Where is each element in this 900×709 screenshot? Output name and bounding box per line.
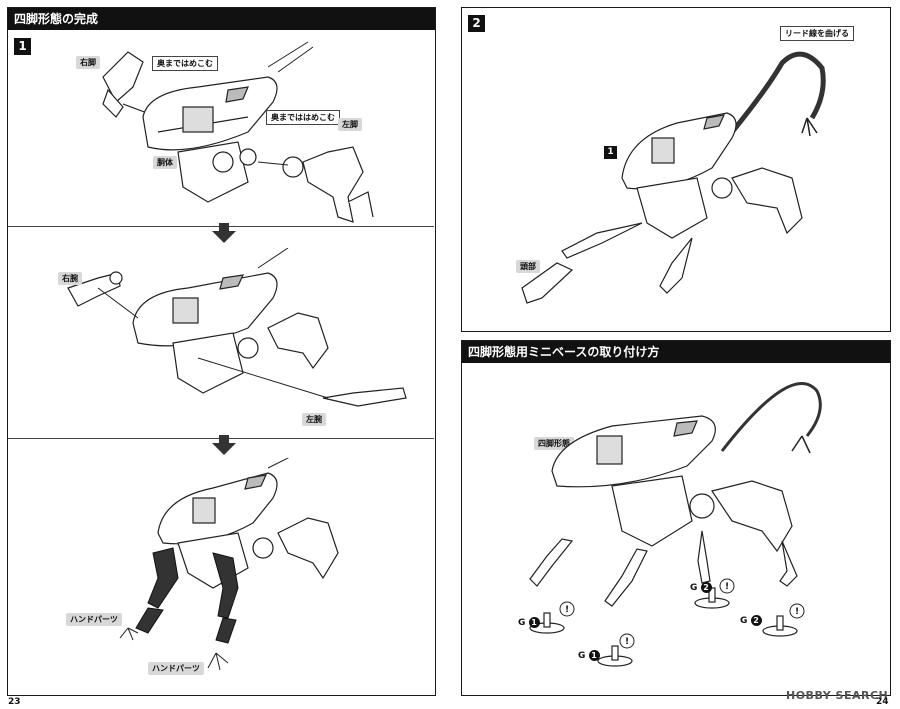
part-tag-num: 1 — [588, 650, 600, 661]
label-torso: 胴体 — [153, 156, 177, 169]
part-tag-num: 2 — [700, 582, 712, 593]
step-number-2: 2 — [468, 15, 485, 32]
section-header-quadruped-completion: 四脚形態の完成 — [8, 8, 435, 30]
svg-text:!: ! — [795, 607, 799, 617]
callout-bend-lead-wire: リード線を曲げる — [780, 26, 854, 41]
svg-text:!: ! — [625, 637, 629, 647]
step-number-1: 1 — [14, 38, 31, 55]
label-head: 頭部 — [516, 260, 540, 273]
down-arrow-icon — [212, 435, 236, 455]
part-tag-num: 2 — [750, 615, 762, 626]
part-tag-g2-b: G 2 — [740, 615, 762, 626]
label-hand-parts-1: ハンドパーツ — [66, 613, 122, 626]
part-tag-letter: G — [690, 583, 698, 593]
down-arrow-icon — [212, 223, 236, 243]
callout-push-in-1: 奥まではめこむ — [152, 56, 218, 71]
part-tag-letter: G — [740, 616, 748, 626]
right-top-instruction-panel: 2 リード線を曲げる 1 頭部 — [461, 7, 891, 332]
inner-step-number-1: 1 — [604, 146, 617, 159]
mini-base-illustration: ! ! ! ! — [529, 382, 822, 667]
label-quadruped-mode: 四脚形態 — [534, 437, 574, 450]
part-tag-g1-a: G 1 — [518, 617, 540, 628]
right-bottom-instruction-panel: 四脚形態用ミニベースの取り付け方 四脚形態 — [461, 340, 891, 696]
part-tag-letter: G — [578, 651, 586, 661]
label-left-leg: 左脚 — [338, 118, 362, 131]
section-header-mini-base-attachment: 四脚形態用ミニベースの取り付け方 — [462, 341, 890, 363]
assembly-illustration-1 — [102, 41, 374, 223]
callout-push-in-2: 奥までははめこむ — [266, 110, 340, 125]
assembly-illustration-step-2 — [521, 51, 826, 304]
part-tag-g1-b: G 1 — [578, 650, 600, 661]
label-right-arm: 右腕 — [58, 272, 82, 285]
watermark-text: HOBBY SEARCH — [786, 689, 889, 702]
part-tag-g2-a: G 2 — [690, 582, 712, 593]
assembly-illustration-2 — [67, 248, 407, 407]
svg-text:!: ! — [565, 605, 569, 615]
label-left-arm: 左腕 — [302, 413, 326, 426]
page-number-left: 23 — [8, 697, 21, 707]
page-number-right: 24 — [876, 697, 889, 707]
part-tag-num: 1 — [528, 617, 540, 628]
svg-text:!: ! — [725, 582, 729, 592]
assembly-illustration-3 — [119, 458, 339, 671]
part-tag-letter: G — [518, 618, 526, 628]
label-right-leg: 右脚 — [76, 56, 100, 69]
label-hand-parts-2: ハンドパーツ — [148, 662, 204, 675]
left-instruction-panel: 四脚形態の完成 1 右脚 奥まではめこむ 奥までははめこむ 胴体 左脚 — [7, 7, 436, 696]
